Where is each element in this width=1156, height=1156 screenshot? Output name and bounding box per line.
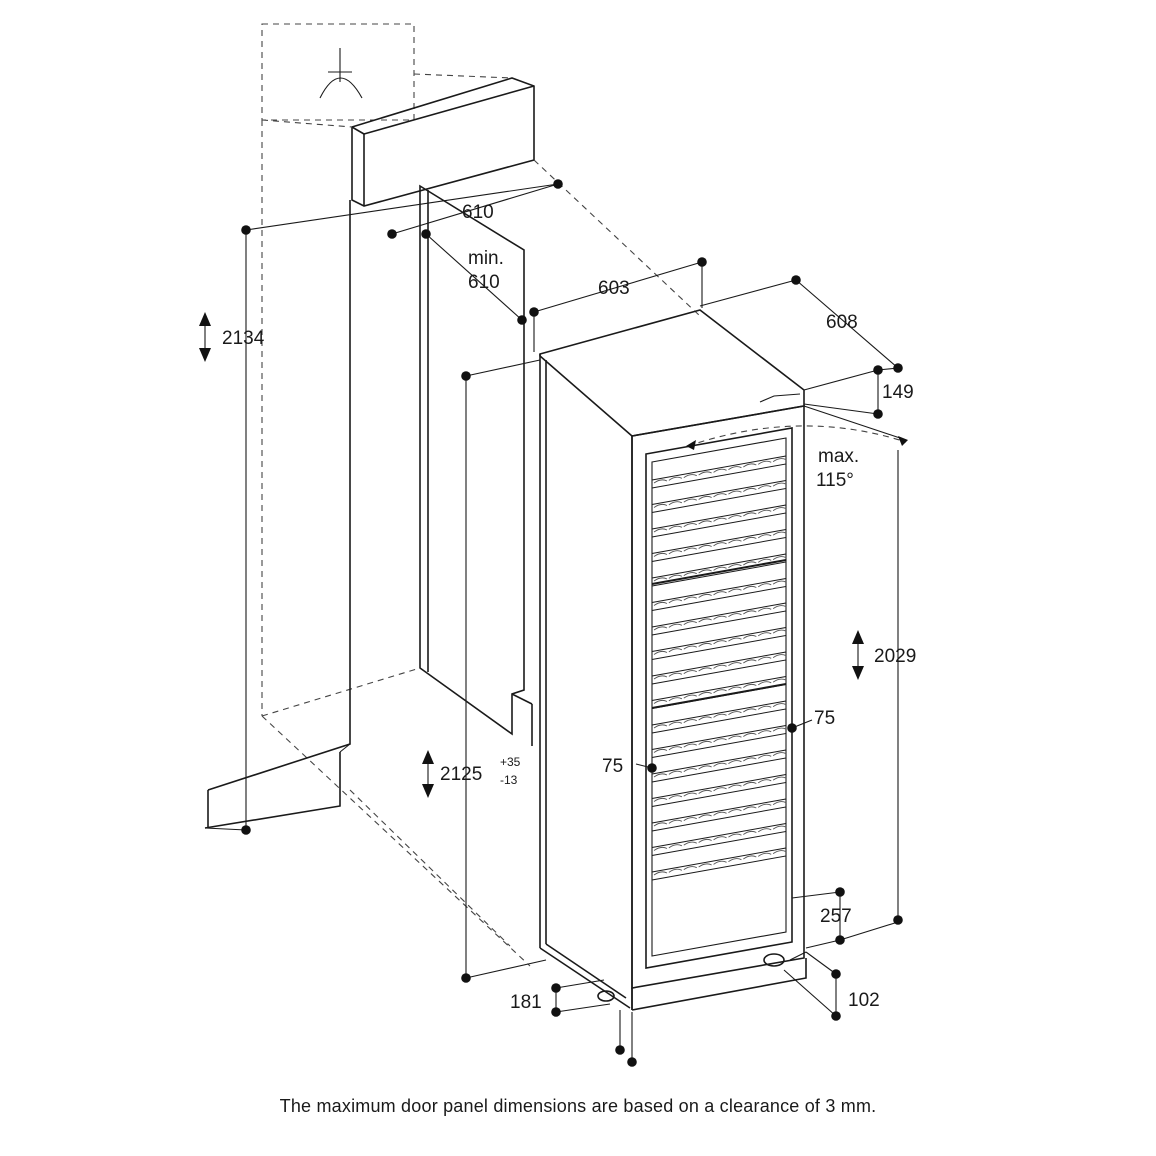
side-offset-left-label: 75 [602,756,623,777]
shelf [651,749,787,783]
height-arrow-icon [422,750,434,798]
shelf [651,626,787,660]
wine-shelves [651,455,787,881]
shelf [651,602,787,636]
shelf [651,724,787,758]
shelf [651,553,787,587]
shelf [651,504,787,538]
plinth-height-label: 257 [820,906,852,927]
niche-min-depth-label: 610 [468,272,500,293]
door-angle-prefix: max. [818,446,859,467]
shelf [651,847,787,881]
side-offset-right-label: 75 [814,708,835,729]
niche-width-label: 610 [462,202,494,223]
ceiling-vent-outline [261,23,415,121]
door-offset-label: 149 [882,382,914,403]
shelf [651,822,787,856]
footnote-caption: The maximum door panel dimensions are ba… [279,1096,877,1116]
shelf [651,700,787,734]
tolerance-minus: -13 [500,773,518,787]
tolerance-plus: +35 [500,755,521,769]
appliance-depth-label: 608 [826,312,858,333]
height-arrow-icon [199,312,211,362]
shelf [651,479,787,513]
niche-height-label: 2134 [222,328,265,349]
shelf [651,577,787,611]
top-panel [351,77,535,207]
dimension-lines [204,183,908,1062]
rear-foot-offset-label: 102 [848,990,880,1011]
shelf [651,773,787,807]
appliance-width-label: 603 [598,278,630,299]
wine-cabinet [539,309,807,1011]
shelf [651,798,787,832]
compartment-divider [651,683,787,709]
niche-min-depth-prefix: min. [468,248,504,269]
appliance-height-label: 2029 [874,646,916,667]
installed-height-label: 2125 [440,764,482,785]
dimension-dots [241,179,903,1067]
front-foot-offset-label: 181 [510,992,542,1013]
compartment-divider [651,559,787,585]
door-angle-label: 115° [816,470,854,491]
height-arrow-icon [852,630,864,680]
niche-cabinet [204,23,701,967]
shelf [651,528,787,562]
lamp-icon [319,48,363,99]
shelf [651,455,787,489]
shelf [651,651,787,685]
